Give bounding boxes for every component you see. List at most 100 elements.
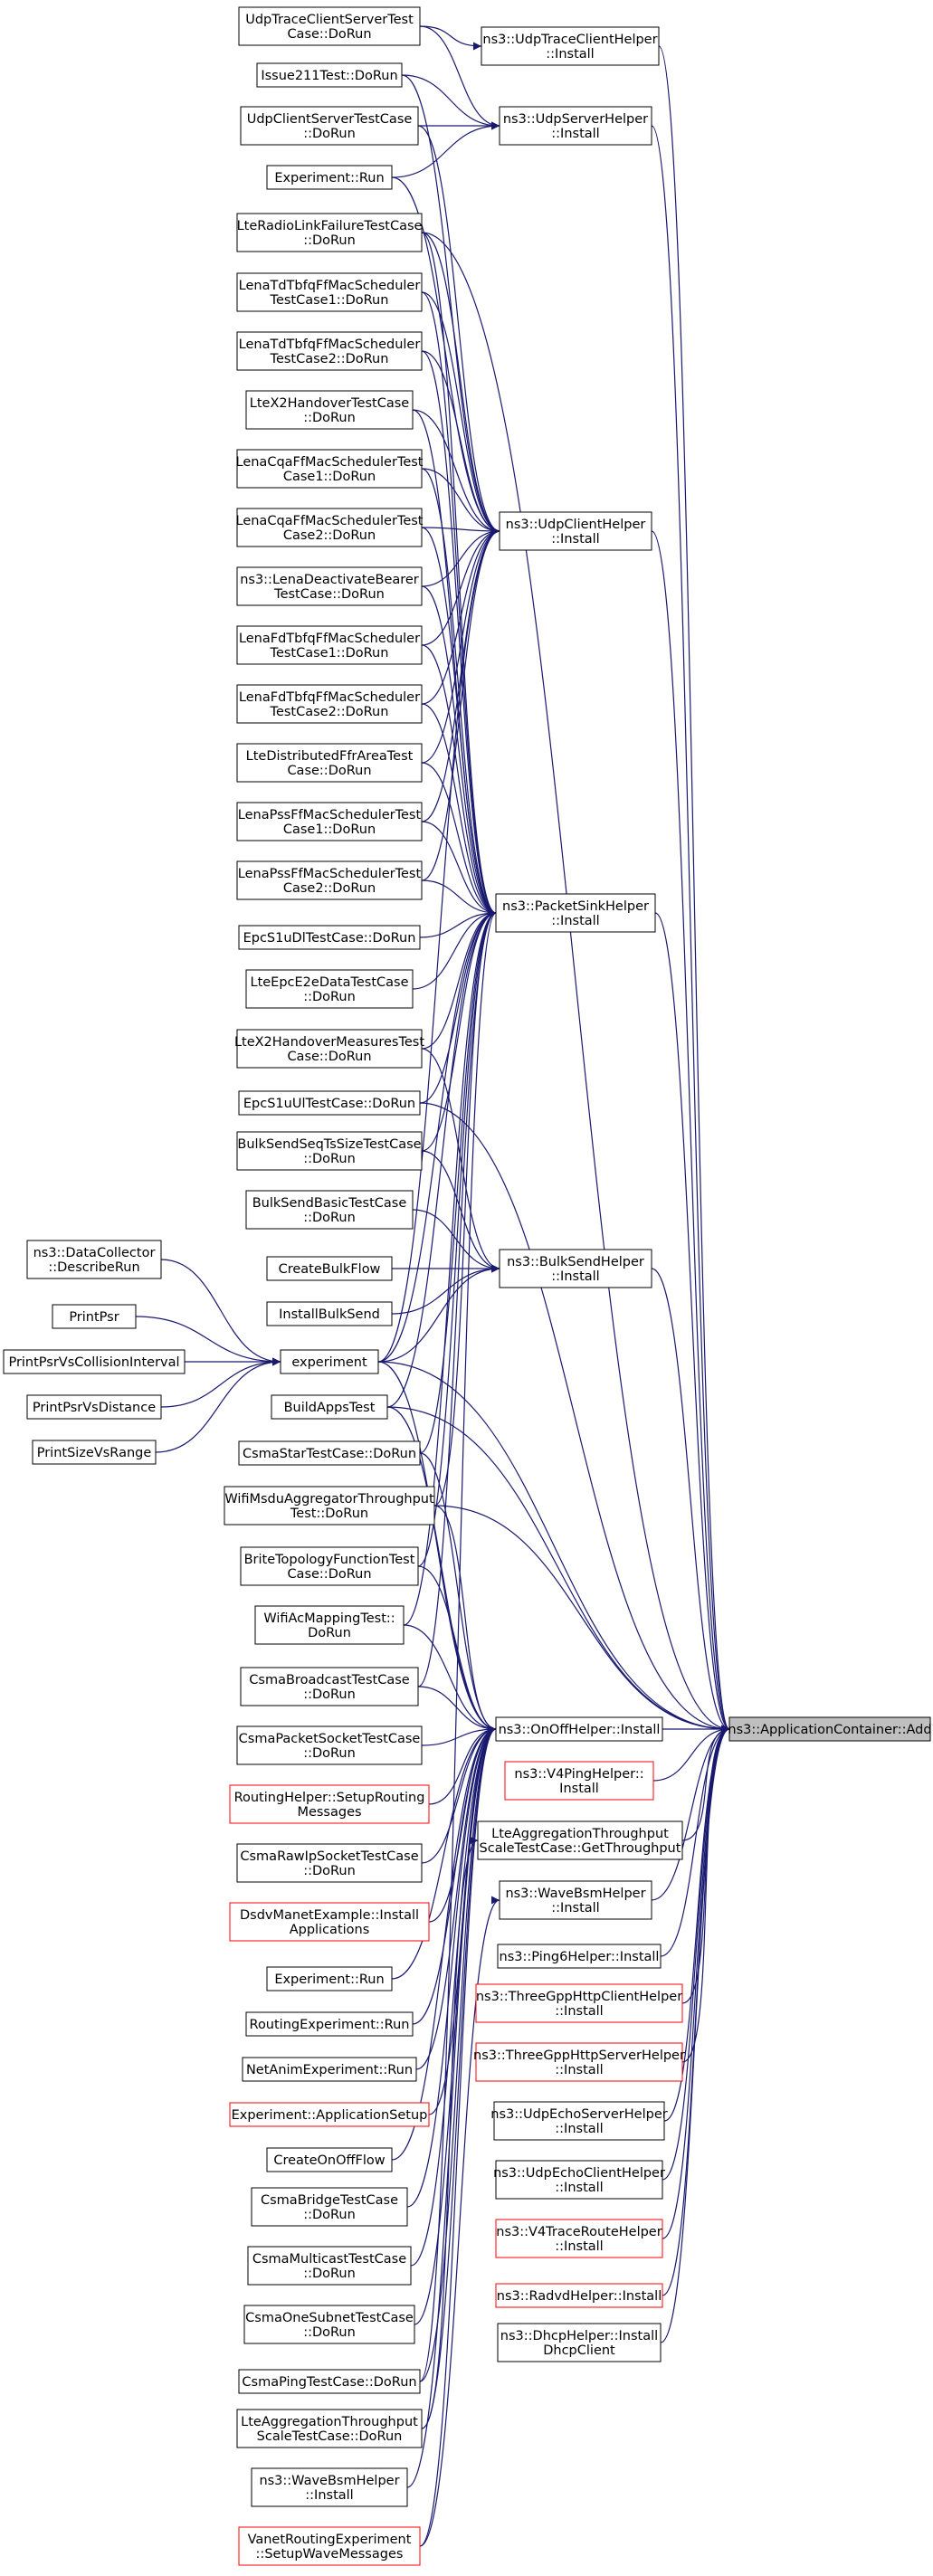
node-ping6Helper[interactable]: ns3::Ping6Helper::Install	[497, 1944, 662, 1969]
node-box[interactable]	[236, 1725, 423, 1765]
node-bulkSendBasic[interactable]: BulkSendBasicTestCase::DoRun	[245, 1190, 414, 1230]
node-box[interactable]	[245, 969, 414, 1009]
node-box[interactable]	[236, 1029, 423, 1069]
node-box[interactable]	[236, 802, 423, 841]
node-bulkSendHelper[interactable]: ns3::BulkSendHelper::Install	[499, 1249, 652, 1288]
node-lteX2Handover[interactable]: LteX2HandoverTestCase::DoRun	[245, 390, 414, 430]
node-csmaPing[interactable]: CsmaPingTestCase::DoRun	[238, 2369, 421, 2394]
node-csmaStar[interactable]: CsmaStarTestCase::DoRun	[238, 1440, 421, 1466]
node-csmaMulticast[interactable]: CsmaMulticastTestCase::DoRun	[247, 2246, 412, 2286]
node-printPsr[interactable]: PrintPsr	[52, 1304, 137, 1329]
node-udpClientServerTestCase[interactable]: UdpClientServerTestCase::DoRun	[240, 106, 419, 146]
node-dataCollector[interactable]: ns3::DataCollector::DescribeRun	[26, 1240, 162, 1279]
node-box[interactable]	[266, 2147, 393, 2172]
node-box[interactable]	[266, 1256, 393, 1281]
node-routingExperimentRun[interactable]: RoutingExperiment::Run	[245, 2011, 414, 2037]
node-box[interactable]	[236, 743, 423, 783]
node-printPsrDistance[interactable]: PrintPsrVsDistance	[26, 1394, 162, 1420]
node-box[interactable]	[242, 2057, 417, 2082]
node-box[interactable]	[238, 925, 421, 950]
node-box[interactable]	[728, 1716, 931, 1742]
node-box[interactable]	[236, 331, 423, 371]
node-udpClientHelper[interactable]: ns3::UdpClientHelper::Install	[499, 511, 652, 551]
node-experimentRun1[interactable]: Experiment::Run	[266, 165, 393, 190]
node-box[interactable]	[245, 390, 414, 430]
node-buildAppsTest[interactable]: BuildAppsTest	[271, 1394, 388, 1420]
node-box[interactable]	[266, 165, 393, 190]
node-box[interactable]	[251, 2467, 408, 2507]
node-udpEchoServer[interactable]: ns3::UdpEchoServerHelper::Install	[490, 2101, 668, 2141]
node-waveBsmHelperRight[interactable]: ns3::WaveBsmHelper::Install	[499, 1880, 652, 1920]
node-box[interactable]	[475, 1983, 683, 2023]
node-bulkSendSeqTs[interactable]: BulkSendSeqTsSizeTestCase::DoRun	[236, 1131, 423, 1171]
node-box[interactable]	[495, 1716, 663, 1742]
node-csmaBridge[interactable]: CsmaBridgeTestCase::DoRun	[251, 2187, 408, 2227]
node-box[interactable]	[495, 2160, 663, 2200]
node-onOffHelper[interactable]: ns3::OnOffHelper::Install	[495, 1716, 663, 1742]
node-box[interactable]	[238, 2526, 421, 2566]
node-box[interactable]	[499, 106, 652, 146]
node-udpServerHelper[interactable]: ns3::UdpServerHelper::Install	[499, 106, 652, 146]
node-box[interactable]	[236, 272, 423, 312]
node-wifiAcMapping[interactable]: WifiAcMappingTest::DoRun	[254, 1605, 405, 1645]
node-box[interactable]	[475, 2042, 683, 2082]
node-box[interactable]	[238, 1090, 421, 1116]
node-box[interactable]	[497, 2323, 662, 2362]
node-box[interactable]	[224, 1486, 435, 1526]
node-box[interactable]	[271, 1394, 388, 1420]
node-box[interactable]	[236, 449, 423, 489]
node-box[interactable]	[236, 625, 423, 665]
node-box[interactable]	[499, 1249, 652, 1288]
node-box[interactable]	[52, 1304, 137, 1329]
node-issue211Test[interactable]: Issue211Test::DoRun	[256, 62, 403, 88]
node-waveBsmHelperLeft[interactable]: ns3::WaveBsmHelper::Install	[251, 2467, 408, 2507]
node-lteAggThroughputGet[interactable]: LteAggregationThroughputScaleTestCase::G…	[477, 1820, 683, 1860]
node-box[interactable]	[280, 1349, 379, 1374]
node-box[interactable]	[504, 1761, 654, 1801]
node-epcS1uDl[interactable]: EpcS1uDlTestCase::DoRun	[238, 925, 421, 950]
node-lteAggThroughputDoRun[interactable]: LteAggregationThroughputScaleTestCase::D…	[236, 2409, 423, 2448]
node-box[interactable]	[236, 508, 423, 547]
node-box[interactable]	[245, 1190, 414, 1230]
node-box[interactable]	[236, 1843, 423, 1883]
node-udpEchoClient[interactable]: ns3::UdpEchoClientHelper::Install	[493, 2160, 665, 2200]
node-box[interactable]	[245, 2011, 414, 2037]
node-box[interactable]	[236, 860, 423, 900]
node-box[interactable]	[266, 1301, 393, 1326]
node-box[interactable]	[236, 684, 423, 724]
node-box[interactable]	[229, 2102, 430, 2127]
node-box[interactable]	[236, 2409, 423, 2448]
node-threeGppServer[interactable]: ns3::ThreeGppHttpServerHelper::Install	[473, 2042, 685, 2082]
node-applicationContainerAdd[interactable]: ns3::ApplicationContainer::Add	[728, 1716, 932, 1742]
node-box[interactable]	[495, 2219, 663, 2258]
node-createBulkFlow[interactable]: CreateBulkFlow	[266, 1256, 393, 1281]
node-box[interactable]	[497, 1944, 662, 1969]
node-box[interactable]	[495, 893, 656, 933]
node-box[interactable]	[238, 6, 421, 46]
node-experimentRun2[interactable]: Experiment::Run	[266, 1966, 393, 1991]
node-box[interactable]	[243, 2305, 415, 2344]
node-box[interactable]	[477, 1820, 683, 1860]
node-box[interactable]	[238, 2369, 421, 2394]
node-box[interactable]	[32, 1440, 157, 1465]
node-box[interactable]	[254, 1605, 405, 1645]
node-box[interactable]	[236, 213, 423, 252]
node-printSizeRange[interactable]: PrintSizeVsRange	[32, 1440, 157, 1465]
node-csmaOneSubnet[interactable]: CsmaOneSubnetTestCase::DoRun	[243, 2305, 415, 2344]
node-vanetRouting[interactable]: VanetRoutingExperiment::SetupWaveMessage…	[238, 2526, 421, 2566]
